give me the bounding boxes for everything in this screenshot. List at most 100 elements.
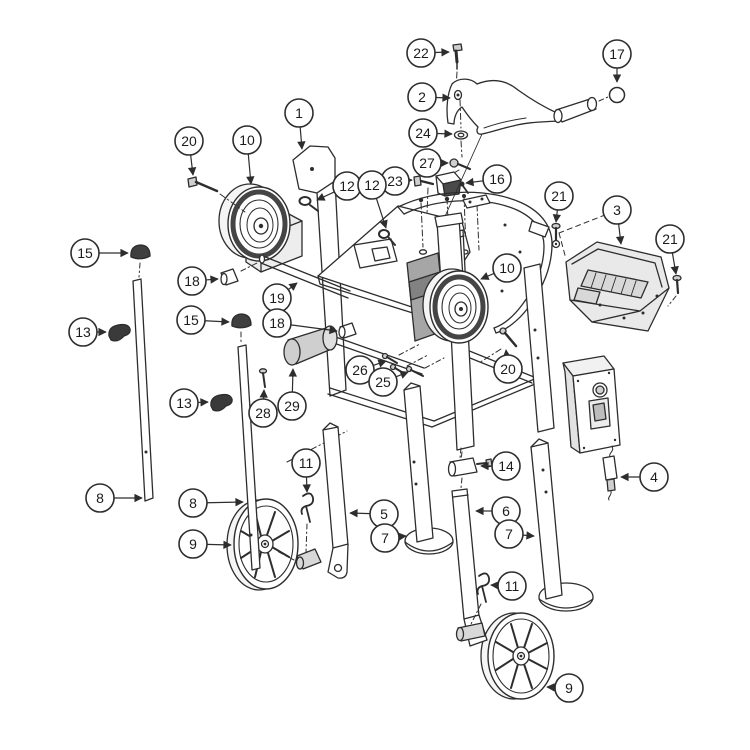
balloon-number: 18 <box>269 315 285 331</box>
handle-grip <box>553 96 609 124</box>
balloon-number: 24 <box>415 125 431 141</box>
knob-ball-17 <box>608 86 626 104</box>
callout-15: 15 <box>70 238 129 268</box>
callout-12: 12 <box>357 170 388 229</box>
wheel-leg-left <box>276 422 349 579</box>
balloon-number: 21 <box>551 188 567 204</box>
balloon-circle <box>492 253 522 283</box>
leader-line <box>297 126 306 150</box>
callout-13: 13 <box>68 317 107 347</box>
roller <box>283 325 338 366</box>
bushing-18-upper <box>220 262 258 286</box>
callout-9: 9 <box>178 529 232 559</box>
balloon-circle <box>406 38 436 68</box>
balloon-circle <box>85 483 115 513</box>
clamp-clip-upper <box>108 323 131 342</box>
balloon-circle <box>544 181 574 211</box>
callout-20: 20 <box>493 349 523 384</box>
balloon-circle <box>554 673 584 703</box>
leader-line <box>349 509 371 518</box>
balloon-number: 15 <box>183 312 199 328</box>
balloon-number: 17 <box>609 46 625 62</box>
balloon-number: 12 <box>339 178 355 194</box>
balloon-circle <box>248 398 278 428</box>
balloon-circle <box>68 317 98 347</box>
balloon-number: 26 <box>352 362 368 378</box>
leader-line <box>206 497 244 507</box>
callout-22: 22 <box>406 38 450 68</box>
latch-clip-deck <box>378 229 396 246</box>
callout-9: 9 <box>546 673 584 703</box>
balloon-circle <box>482 164 512 194</box>
balloon-number: 25 <box>375 374 391 390</box>
r-clip-right <box>470 572 491 625</box>
axle-right <box>455 622 486 642</box>
balloon-circle <box>262 308 292 338</box>
callout-18: 18 <box>262 308 338 338</box>
balloon-number: 2 <box>418 89 426 105</box>
callout-29: 29 <box>277 368 307 421</box>
control-box <box>562 355 621 454</box>
balloon-circle <box>291 448 321 478</box>
callout-24: 24 <box>408 118 453 148</box>
callout-1: 1 <box>284 98 314 150</box>
leader-line <box>398 532 407 541</box>
balloon-circle <box>357 170 387 200</box>
balloon-circle <box>178 488 208 518</box>
balloon-number: 8 <box>96 490 104 506</box>
callout-28: 28 <box>248 389 278 428</box>
balloon-number: 14 <box>498 458 514 474</box>
right-column <box>530 212 682 612</box>
balloon-number: 23 <box>387 173 403 189</box>
balloon-circle <box>655 224 685 254</box>
leader-line <box>375 198 388 229</box>
deck-cutout <box>353 238 398 269</box>
leader-line <box>502 349 511 358</box>
leader-line <box>522 531 535 540</box>
balloon-number: 8 <box>189 495 197 511</box>
leader-line <box>204 317 230 326</box>
leader-line <box>480 272 495 280</box>
balloon-number: 9 <box>189 536 197 552</box>
bushing-18-lower <box>338 322 357 339</box>
callout-16: 16 <box>465 164 512 194</box>
bolt-21-left <box>551 222 561 242</box>
balloon-circle <box>176 305 206 335</box>
balloon-circle <box>494 519 524 549</box>
wheel-left <box>226 498 299 591</box>
balloon-circle <box>408 118 438 148</box>
axle-left <box>276 548 322 570</box>
callout-14: 14 <box>480 451 521 481</box>
callout-8: 8 <box>178 488 244 518</box>
balloon-circle <box>407 82 437 112</box>
callout-15: 15 <box>176 305 230 335</box>
balloon-circle <box>602 39 632 69</box>
leader-line <box>670 252 679 275</box>
callout-23: 23 <box>380 166 413 196</box>
leader-line <box>373 359 387 368</box>
pulley-wheel-center <box>422 268 489 344</box>
leader-line <box>205 275 219 284</box>
balloon-number: 13 <box>75 324 91 340</box>
front-left-leg <box>403 382 454 555</box>
balloon-number: 3 <box>613 202 621 218</box>
hopper-bucket <box>558 212 670 332</box>
hitch-pin-right <box>478 327 518 364</box>
balloon-circle <box>493 354 523 384</box>
latch-clip-left <box>298 196 319 212</box>
balloon-number: 9 <box>565 680 573 696</box>
callout-7: 7 <box>494 519 535 549</box>
balloon-circle <box>277 391 307 421</box>
leg-5-foot <box>327 543 349 579</box>
balloon-number: 20 <box>181 133 197 149</box>
balloon-circle <box>284 98 314 128</box>
balloon-number: 1 <box>295 105 303 121</box>
leader-line <box>316 191 335 201</box>
balloon-circle <box>169 388 199 418</box>
balloon-circle <box>497 571 527 601</box>
screw-27 <box>448 158 472 177</box>
callout-13: 13 <box>169 388 209 418</box>
screw-25 <box>405 357 445 377</box>
